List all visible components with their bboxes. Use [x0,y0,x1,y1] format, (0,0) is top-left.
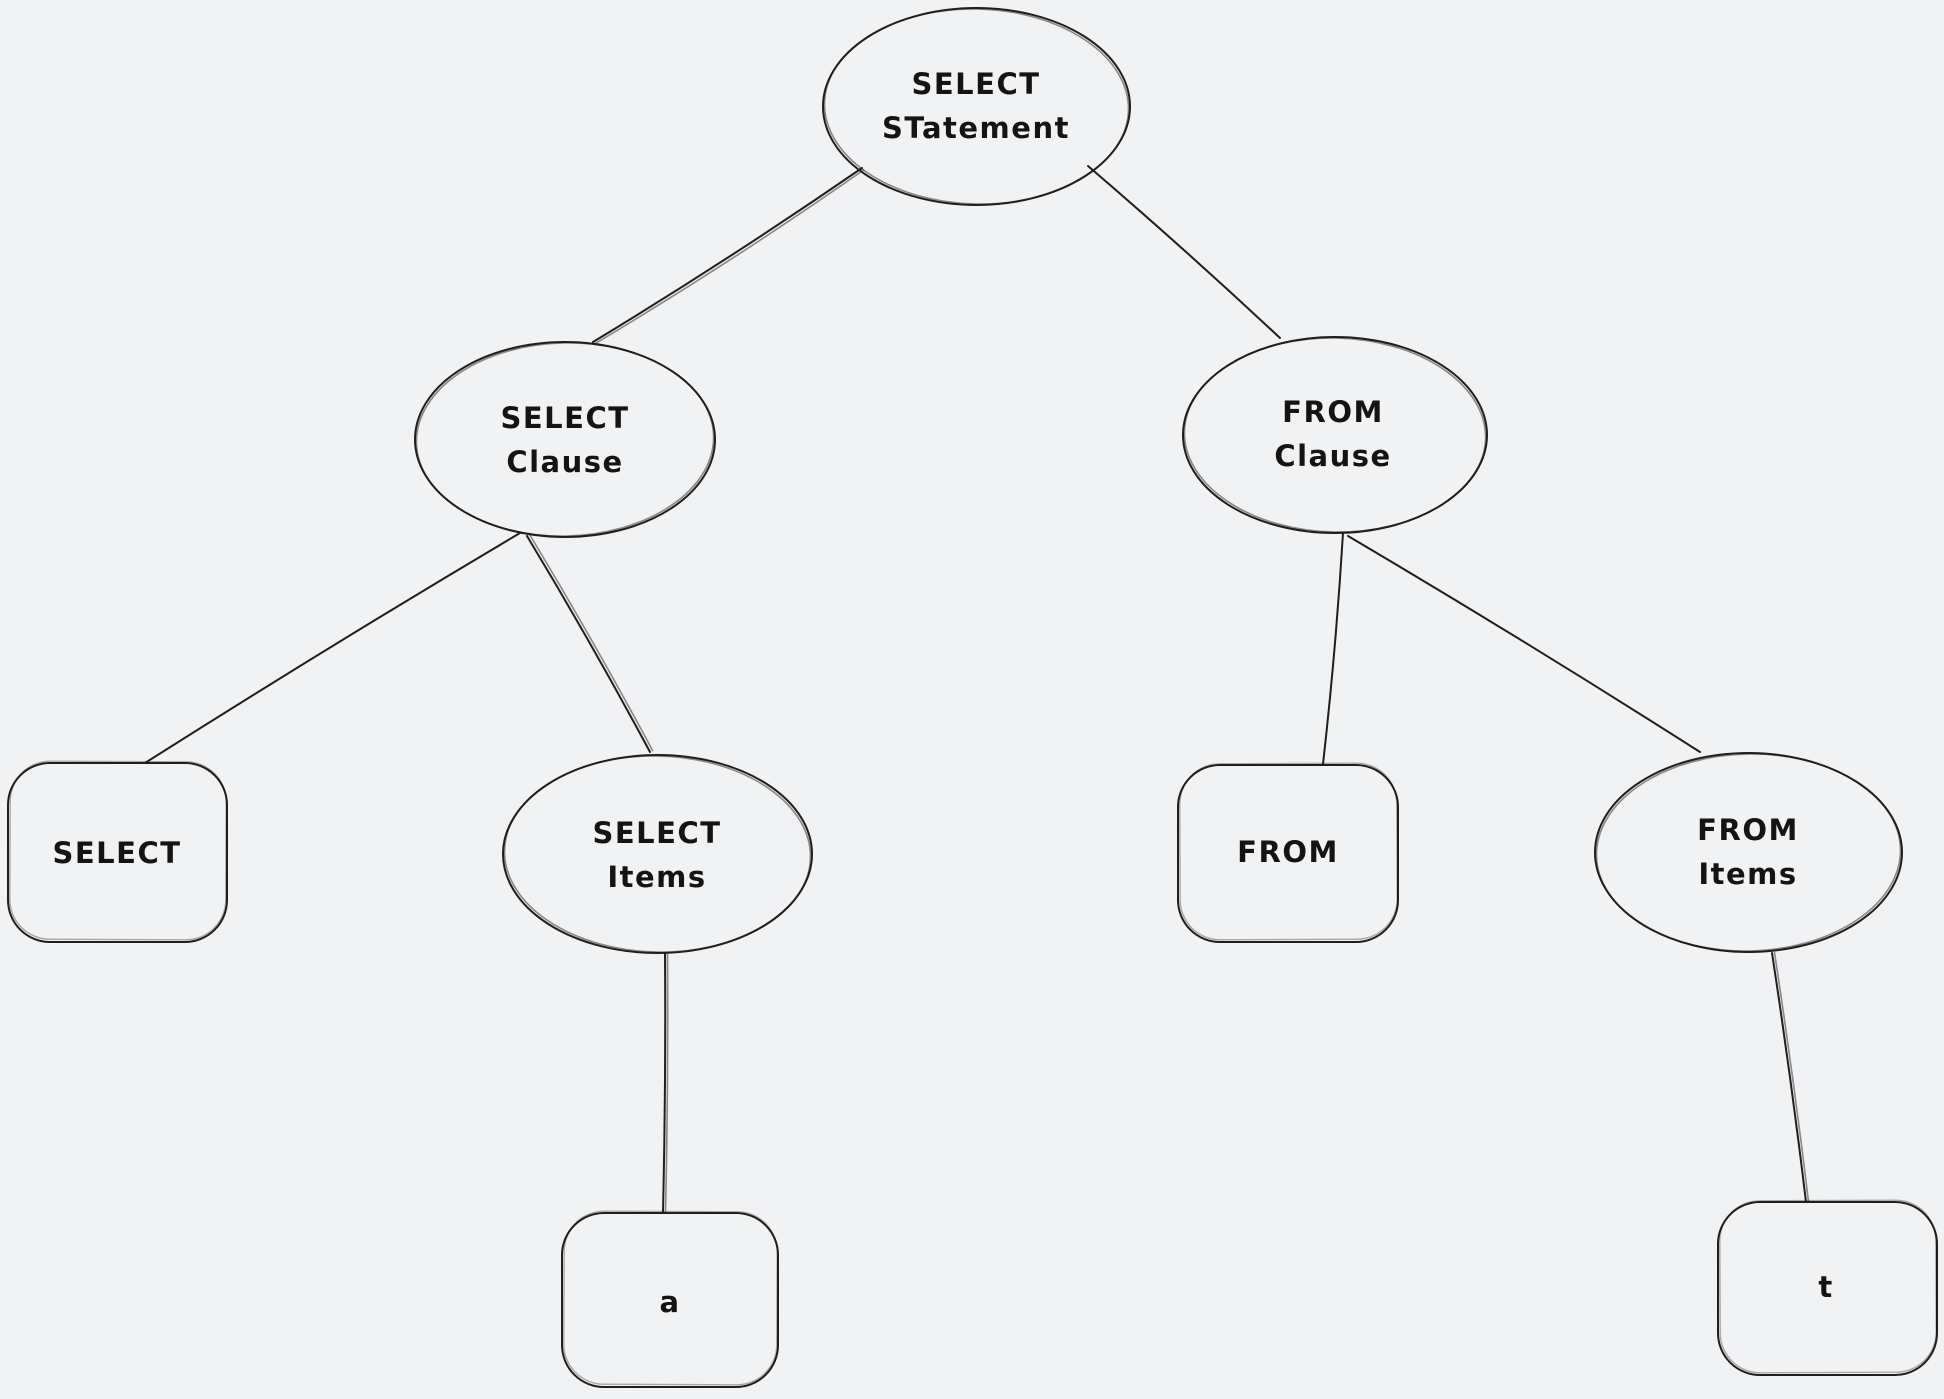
node-select-items[interactable] [502,752,813,956]
edge-select-clause-to-select-keyword[interactable] [144,532,521,764]
node-from-items[interactable] [1594,750,1903,954]
edge-from-clause-to-from-items[interactable] [1347,535,1701,753]
node-from-item-t[interactable] [1717,1199,1938,1376]
edge-select-statement-to-select-clause[interactable] [592,167,865,345]
edge-from-items-to-t[interactable] [1771,951,1810,1203]
node-from-clause[interactable] [1182,334,1488,535]
edge-from-clause-to-from-keyword[interactable] [1322,532,1344,765]
edge-select-clause-to-select-items[interactable] [526,533,654,753]
node-from-keyword[interactable] [1177,762,1399,943]
edge-select-statement-to-from-clause[interactable] [1087,165,1281,339]
node-select-item-a[interactable] [561,1210,779,1388]
edge-select-items-to-a[interactable] [662,952,669,1213]
node-select-keyword[interactable] [7,760,228,943]
node-select-clause[interactable] [414,339,716,539]
node-select-statement[interactable] [822,5,1131,208]
